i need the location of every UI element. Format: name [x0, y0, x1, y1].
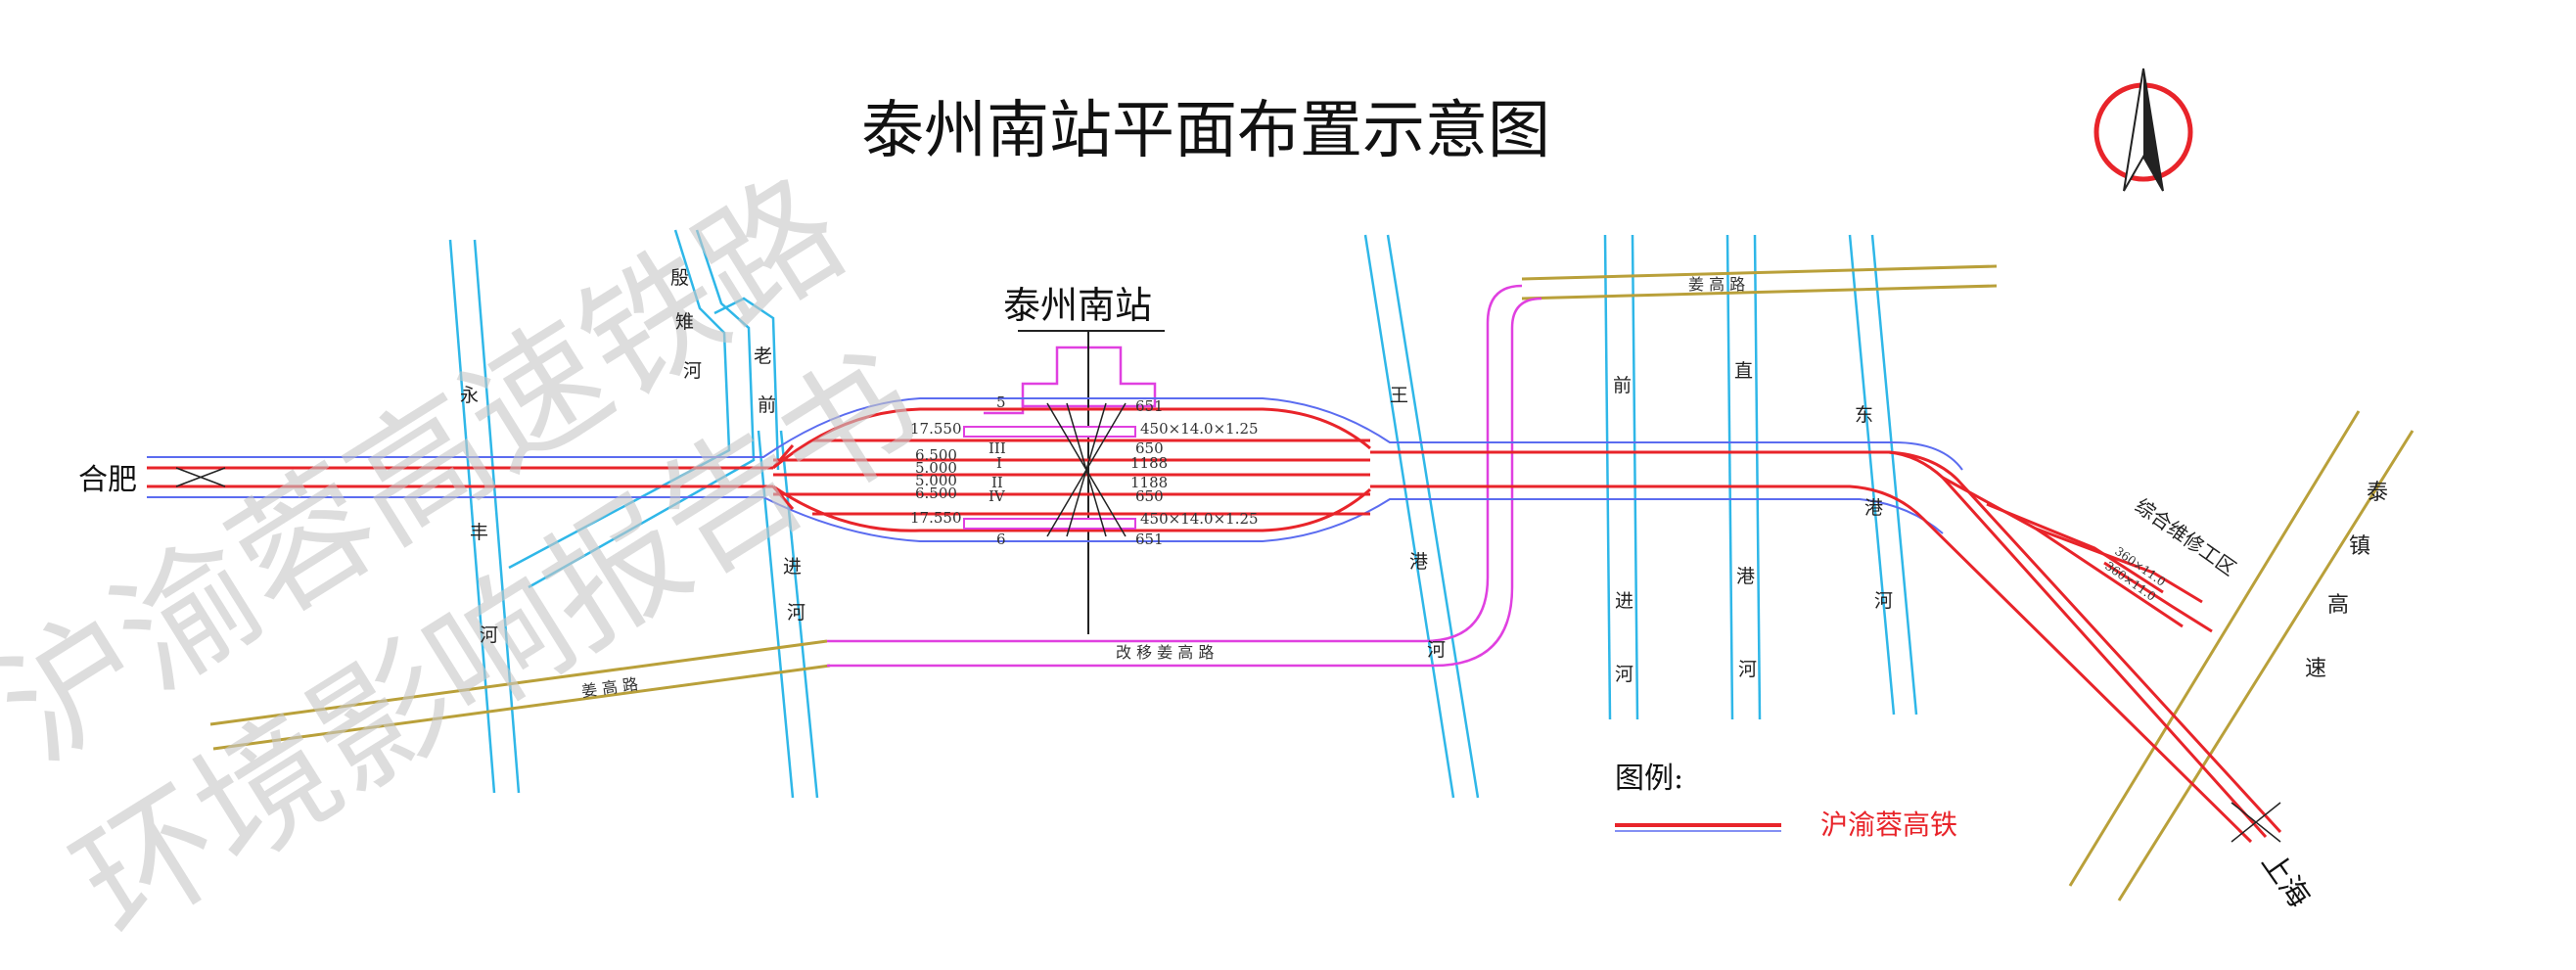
rail-envelope: [147, 397, 1963, 542]
platform-dim-south: 450×14.0×1.25: [1140, 510, 1259, 528]
river-wanggang: [1363, 234, 1480, 799]
track-label: 6: [996, 531, 1006, 548]
river-label: 河: [1738, 659, 1757, 680]
road-label-taizhen: 镇: [2349, 534, 2370, 559]
legend-item: 沪渝蓉高铁: [1820, 808, 1957, 841]
river-label: 雉: [675, 311, 694, 333]
river-label: 前: [1613, 375, 1632, 396]
watermark: 沪渝蓉高速铁路 环境影响报告书: [0, 148, 948, 968]
legend-title: 图例:: [1615, 762, 1683, 796]
river-label: 直: [1734, 360, 1753, 382]
rail-tracks: [147, 407, 2282, 844]
river-label: 河: [1427, 639, 1446, 661]
roads: [209, 264, 2415, 901]
river-label: 河: [1615, 664, 1633, 685]
track-label: II: [991, 474, 1003, 491]
platform-north: [963, 426, 1136, 438]
track-num: 1188: [1130, 474, 1168, 491]
river-label: 前: [758, 394, 776, 416]
river-label: 永: [460, 385, 479, 406]
river-qianjin: [1603, 234, 1639, 720]
river-label: 老: [754, 346, 772, 367]
river-zhigang: [1725, 234, 1762, 720]
page-title: 泰州南站平面布置示意图: [861, 95, 1550, 167]
road-jianggao-top: [1521, 264, 1998, 300]
river-label: 王: [1390, 385, 1408, 406]
road-label-relocated: 改 移 姜 高 路: [1116, 643, 1214, 662]
river-yinya: [508, 229, 780, 589]
track-num: 650: [1135, 487, 1164, 505]
road-label-taizhen: 泰: [2367, 481, 2388, 505]
track-labels: 5 17.550 651 III 6.500 650 I 5.000 1188 …: [910, 393, 1259, 548]
track-num: 1188: [1130, 454, 1168, 472]
river-label: 河: [787, 602, 805, 624]
track-label: 5: [996, 393, 1006, 411]
river-label: 港: [1409, 551, 1428, 573]
station-building: [984, 346, 1157, 415]
river-labels: 永 丰 河 殷 雉 河 老 前 进 河 王 港 河 前 进 河 直 港 河 东 …: [460, 267, 1893, 685]
endpoint-east: 上海: [2254, 847, 2316, 914]
river-donggang: [1848, 234, 1918, 716]
road-label-taizhen: 高: [2327, 593, 2349, 618]
crossovers: [175, 402, 2281, 843]
track-label: IV: [989, 487, 1006, 505]
track-elev: 6.500: [915, 446, 957, 464]
track-elev: 17.550: [910, 509, 962, 527]
river-label: 进: [1615, 590, 1633, 612]
road-taizhen: [2068, 410, 2415, 901]
relocated-road: [827, 284, 1542, 668]
platform-dim-north: 450×14.0×1.25: [1140, 420, 1259, 438]
track-label: I: [996, 454, 1002, 472]
road-label-taizhen: 速: [2305, 657, 2326, 681]
river-label: 河: [1874, 590, 1893, 612]
track-elev: 5.000: [915, 459, 957, 477]
station-name: 泰州南站: [1003, 284, 1152, 327]
track-elev: 6.500: [915, 485, 957, 502]
track-num: 651: [1135, 531, 1164, 548]
north-arrow-icon: [2093, 68, 2193, 192]
track-label: III: [989, 439, 1006, 457]
river-yongfeng: [448, 239, 521, 794]
river-label: 进: [783, 556, 802, 577]
river-label: 港: [1864, 497, 1883, 519]
river-jin: [757, 430, 819, 799]
track-elev: 17.550: [910, 420, 962, 438]
river-label: 港: [1736, 566, 1755, 587]
track-num: 651: [1135, 397, 1164, 415]
river-label: 河: [683, 360, 702, 382]
road-label-jianggao-top: 姜 高 路: [1688, 275, 1745, 294]
river-label: 丰: [470, 522, 488, 543]
track-elev: 5.000: [915, 472, 957, 489]
river-label: 河: [480, 624, 498, 646]
endpoint-west: 合肥: [78, 463, 137, 497]
rivers: [448, 229, 1918, 799]
platform-south: [963, 518, 1136, 530]
road-jianggao-left: [209, 639, 831, 751]
river-label: 殷: [670, 267, 689, 289]
legend: 图例: 沪渝蓉高铁: [1615, 762, 1957, 841]
platforms: [963, 426, 1136, 530]
track-num: 650: [1135, 439, 1164, 457]
river-label: 东: [1855, 404, 1873, 426]
station-name-line: [1018, 330, 1165, 634]
